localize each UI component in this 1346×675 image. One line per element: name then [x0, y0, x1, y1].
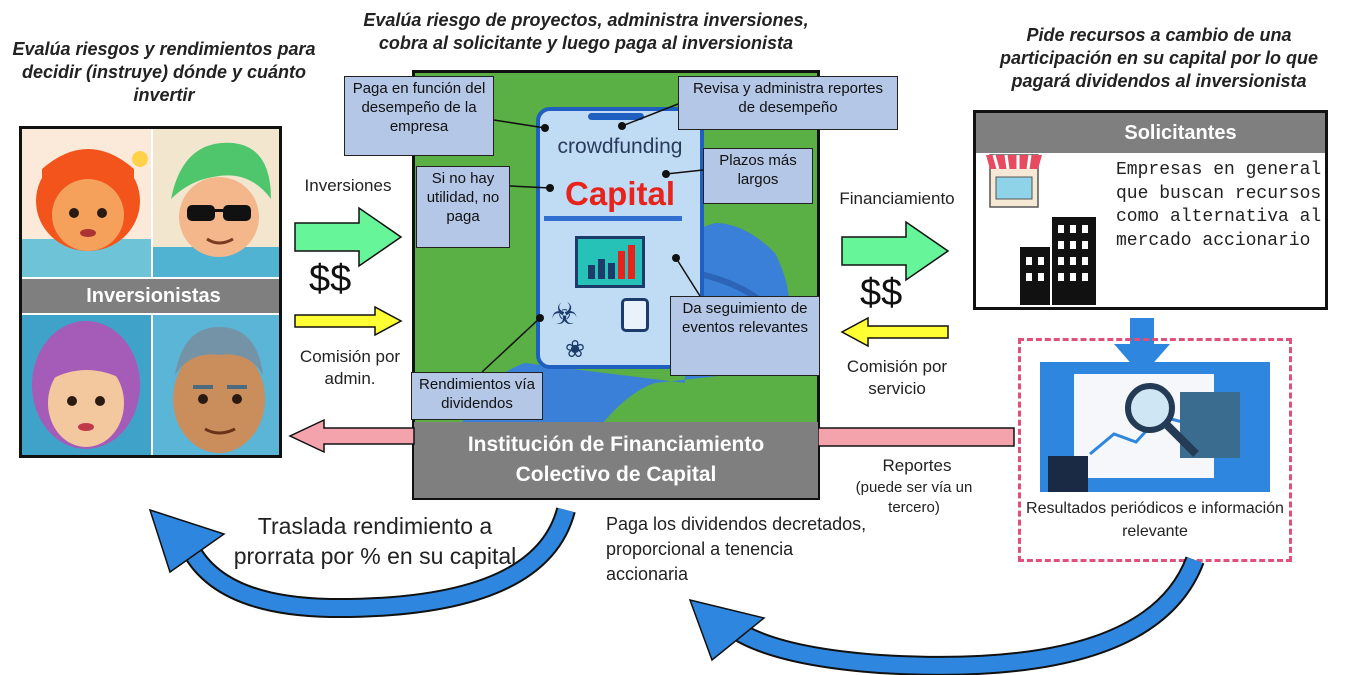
shop-icon — [986, 143, 1042, 214]
financing-label: Financiamiento — [839, 189, 955, 208]
plant-coin-icon: ❀ — [565, 336, 586, 363]
admin-commission-label: Comisión por admin. — [299, 347, 401, 388]
chart-icon — [575, 236, 645, 288]
investor-avatar-3 — [22, 315, 151, 455]
applicants-description: Empresas en general que buscan recursos … — [1116, 160, 1322, 251]
phone-speaker — [588, 113, 644, 120]
crowdfunding-text: crowdfunding — [557, 135, 683, 158]
callout-pays-performance: Paga en función del desempeño de la empr… — [344, 76, 494, 156]
down-arrow — [1114, 318, 1170, 376]
callout-reviews-reports: Revisa y administra reportes de desempeñ… — [678, 76, 898, 130]
capital-brand: Capital — [564, 175, 676, 212]
transfer-returns-label: Traslada rendimiento a prorrata por % en… — [233, 513, 517, 569]
money-symbol-right: $$ — [860, 272, 903, 314]
applicants-title: Solicitantes — [976, 113, 1325, 153]
investor-avatar-4 — [153, 315, 279, 455]
institution-title: Institución de Financiamiento Colectivo … — [414, 422, 818, 498]
callout-tracking: Da seguimiento de eventos relevantes — [670, 296, 820, 376]
results-image — [1040, 362, 1270, 492]
callout-longer-terms: Plazos más largos — [703, 148, 813, 204]
results-label: Resultados periódicos e información rele… — [1026, 500, 1284, 540]
investor-avatar-1 — [22, 129, 151, 277]
investors-panel: Inversionistas — [19, 126, 282, 458]
applicant-role-header: Pide recursos a cambio de una participac… — [999, 25, 1319, 91]
applicants-panel: Solicitantes Empresas en general que bus… — [973, 110, 1328, 310]
returns-to-investors-arrow — [288, 418, 415, 454]
platform-role-header: Evalúa riesgo de proyectos, administra i… — [363, 10, 809, 53]
investments-label: Inversiones — [304, 176, 392, 195]
callout-returns: Rendimientos vía dividendos — [411, 372, 543, 420]
callout-no-profit: Si no hay utilidad, no paga — [416, 166, 510, 248]
brand-underline — [544, 216, 682, 221]
building-icon — [1020, 217, 1100, 307]
investor-role-header: Evalúa riesgos y rendimientos para decid… — [12, 39, 316, 105]
calculator-icon — [621, 298, 649, 332]
reports-arrow — [818, 427, 1015, 447]
service-commission-label: Comisión por servicio — [846, 357, 948, 398]
service-commission-arrow — [840, 316, 949, 348]
pay-dividends-label: Paga los dividendos decretados, proporci… — [606, 514, 867, 584]
hand-coin-icon: ☣ — [551, 298, 578, 331]
financing-arrow — [841, 220, 950, 282]
reports-label: Reportes — [882, 456, 952, 475]
investors-title: Inversionistas — [22, 279, 279, 313]
investor-avatar-2 — [153, 129, 279, 277]
admin-commission-arrow — [294, 305, 403, 337]
money-symbol-left: $$ — [309, 258, 352, 300]
reports-note: (puede ser vía un tercero) — [855, 479, 973, 516]
investment-arrow — [294, 206, 403, 268]
